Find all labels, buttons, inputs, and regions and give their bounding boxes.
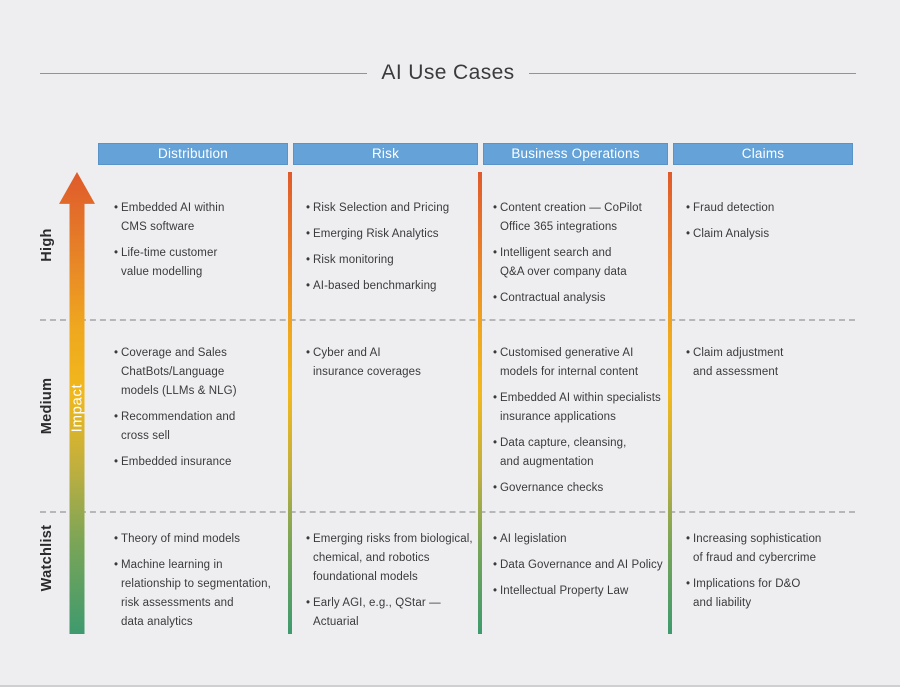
cell-distribution-medium: Coverage and Sales ChatBots/Language mod… bbox=[114, 344, 298, 479]
use-case-item: Implications for D&O and liability bbox=[686, 575, 870, 613]
cell-risk-high: Risk Selection and PricingEmerging Risk … bbox=[306, 199, 490, 303]
column-divider-bar bbox=[288, 172, 292, 634]
impact-axis-label: Impact bbox=[68, 383, 86, 433]
use-case-item: Intelligent search and Q&A over company … bbox=[493, 244, 677, 282]
use-case-item: Claim Analysis bbox=[686, 225, 870, 244]
use-case-item: Emerging Risk Analytics bbox=[306, 225, 490, 244]
use-case-item: Intellectual Property Law bbox=[493, 582, 677, 601]
cell-claims-medium: Claim adjustment and assessment bbox=[686, 344, 870, 389]
use-case-item: Increasing sophistication of fraud and c… bbox=[686, 530, 870, 568]
use-case-item: Fraud detection bbox=[686, 199, 870, 218]
page-title: AI Use Cases bbox=[381, 61, 515, 84]
cell-distribution-watchlist: Theory of mind modelsMachine learning in… bbox=[114, 530, 298, 639]
cell-claims-high: Fraud detectionClaim Analysis bbox=[686, 199, 870, 251]
cell-business-operations-watchlist: AI legislationData Governance and AI Pol… bbox=[493, 530, 677, 608]
use-case-item: Risk Selection and Pricing bbox=[306, 199, 490, 218]
column-header-business-operations: Business Operations bbox=[483, 143, 668, 165]
column-divider-bar bbox=[478, 172, 482, 634]
cell-claims-watchlist: Increasing sophistication of fraud and c… bbox=[686, 530, 870, 620]
use-case-item: Machine learning in relationship to segm… bbox=[114, 556, 298, 632]
use-case-item: Data capture, cleansing, and augmentatio… bbox=[493, 434, 677, 472]
use-case-item: Governance checks bbox=[493, 479, 677, 498]
use-case-item: Cyber and AI insurance coverages bbox=[306, 344, 490, 382]
use-case-item: AI legislation bbox=[493, 530, 677, 549]
row-label-watchlist: Watchlist bbox=[39, 524, 55, 592]
row-divider-high-medium bbox=[40, 319, 855, 321]
use-case-item: Theory of mind models bbox=[114, 530, 298, 549]
title-rule-left bbox=[40, 72, 368, 74]
use-case-item: Data Governance and AI Policy bbox=[493, 556, 677, 575]
use-case-item: AI-based benchmarking bbox=[306, 277, 490, 296]
use-case-item: Embedded insurance bbox=[114, 453, 298, 472]
cell-risk-medium: Cyber and AI insurance coverages bbox=[306, 344, 490, 389]
use-case-item: Customised generative AI models for inte… bbox=[493, 344, 677, 382]
use-case-item: Coverage and Sales ChatBots/Language mod… bbox=[114, 344, 298, 401]
use-case-item: Emerging risks from biological, chemical… bbox=[306, 530, 490, 587]
cell-business-operations-high: Content creation — CoPilot Office 365 in… bbox=[493, 199, 677, 315]
row-label-medium: Medium bbox=[39, 377, 55, 435]
column-divider-bar bbox=[668, 172, 672, 634]
title-rule-right bbox=[528, 72, 856, 74]
use-case-item: Content creation — CoPilot Office 365 in… bbox=[493, 199, 677, 237]
use-case-item: Claim adjustment and assessment bbox=[686, 344, 870, 382]
row-label-high: High bbox=[39, 228, 55, 262]
use-case-item: Life-time customer value modelling bbox=[114, 244, 298, 282]
column-header-claims: Claims bbox=[673, 143, 853, 165]
use-case-item: Contractual analysis bbox=[493, 289, 677, 308]
cell-business-operations-medium: Customised generative AI models for inte… bbox=[493, 344, 677, 505]
use-case-item: Early AGI, e.g., QStar — Actuarial bbox=[306, 594, 490, 632]
column-header-risk: Risk bbox=[293, 143, 478, 165]
column-header-distribution: Distribution bbox=[98, 143, 288, 165]
cell-distribution-high: Embedded AI within CMS softwareLife-time… bbox=[114, 199, 298, 289]
row-divider-medium-watchlist bbox=[40, 511, 855, 513]
use-case-item: Embedded AI within CMS software bbox=[114, 199, 298, 237]
use-case-item: Risk monitoring bbox=[306, 251, 490, 270]
use-case-item: Recommendation and cross sell bbox=[114, 408, 298, 446]
cell-risk-watchlist: Emerging risks from biological, chemical… bbox=[306, 530, 490, 639]
title-row: AI Use Cases bbox=[40, 61, 856, 85]
use-case-item: Embedded AI within specialists insurance… bbox=[493, 389, 677, 427]
